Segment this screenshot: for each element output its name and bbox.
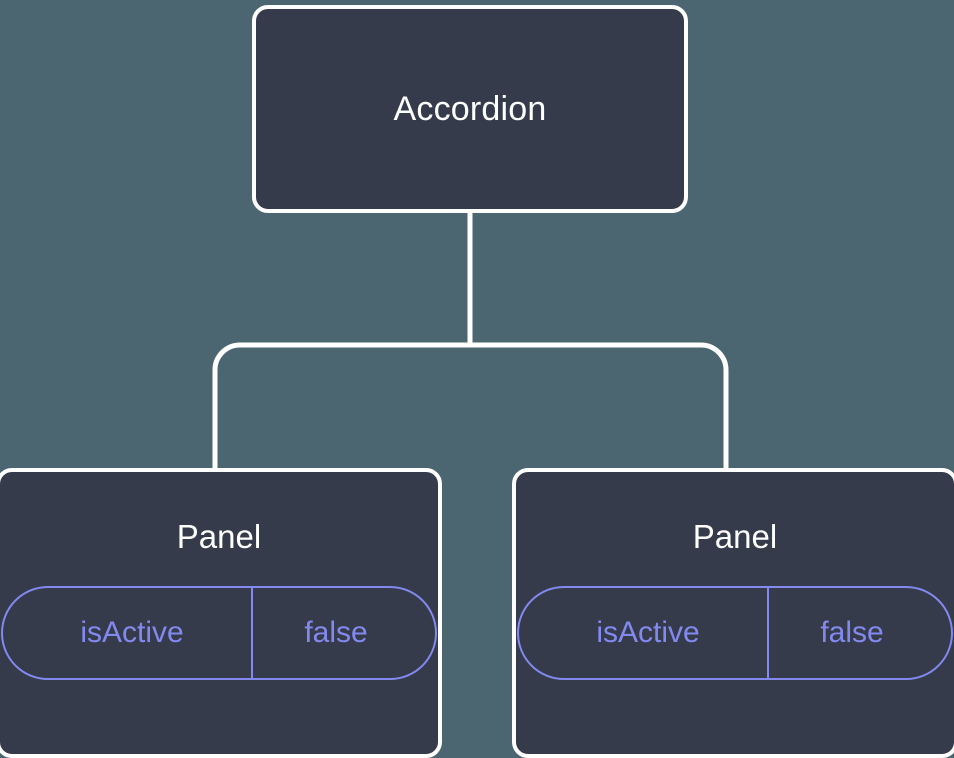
node-accordion[interactable]: Accordion — [252, 5, 688, 213]
node-panel-2-label: Panel — [692, 518, 778, 555]
node-panel-2-state-value: false — [767, 588, 951, 678]
connector-branch-right — [470, 342, 729, 472]
component-tree-diagram: Accordion Panel isActive false Panel isA… — [0, 5, 954, 758]
connector-branch-left — [212, 342, 470, 472]
node-panel-1-label: Panel — [176, 518, 262, 555]
node-panel-1-state-key: isActive — [80, 616, 184, 649]
node-panel-1-state-badge[interactable]: isActive false — [1, 586, 437, 680]
node-panel-1[interactable]: Panel isActive false — [0, 468, 442, 758]
node-panel-1-state-value: false — [251, 588, 435, 678]
node-panel-2[interactable]: Panel isActive false — [512, 468, 954, 758]
node-accordion-label: Accordion — [393, 90, 547, 128]
node-panel-2-state-key: isActive — [596, 616, 700, 649]
node-panel-2-state-badge[interactable]: isActive false — [517, 586, 953, 680]
